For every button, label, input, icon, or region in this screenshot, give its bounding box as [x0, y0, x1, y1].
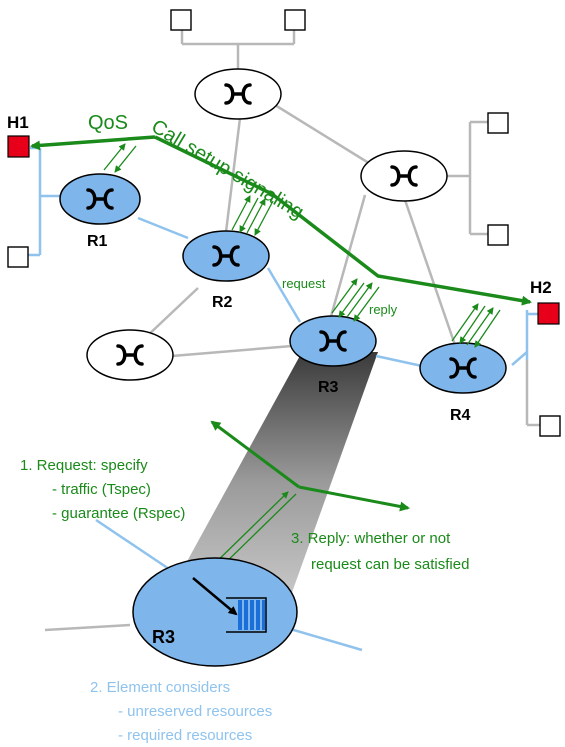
step2-line2: - unreserved resources — [118, 703, 272, 720]
router-r4[interactable] — [419, 342, 507, 394]
step2-line1: 2. Element considers — [90, 679, 230, 696]
host-h1[interactable] — [7, 135, 30, 158]
host-h2-label: H2 — [530, 278, 552, 297]
blue-links — [27, 146, 538, 652]
queue-icon — [226, 597, 267, 633]
end-hosts — [7, 9, 561, 437]
router-r4-label: R4 — [450, 407, 471, 424]
signaling-title: Call setup signaling — [147, 115, 307, 223]
signaling-reply-label: reply — [369, 302, 398, 317]
detail-path-right — [298, 485, 410, 512]
signaling-path — [154, 135, 532, 306]
router-top[interactable] — [194, 68, 282, 120]
host-h2[interactable] — [537, 302, 560, 325]
step1-line2: - traffic (Tspec) — [52, 481, 151, 498]
router-r2[interactable] — [182, 230, 270, 282]
router-left[interactable] — [86, 329, 174, 381]
detail-path-left — [210, 420, 300, 489]
step3-line2: request can be satisfied — [311, 556, 469, 573]
packet-path-arrow — [192, 577, 238, 616]
step2-line3: - required resources — [118, 727, 252, 744]
step1-line3: - guarantee (Rspec) — [52, 505, 185, 522]
router-r3[interactable] — [289, 315, 377, 367]
host-h1-label: H1 — [7, 113, 29, 132]
step1-line1: 1. Request: specify — [20, 457, 148, 474]
signaling-title-qos: QoS — [88, 112, 128, 134]
signaling-path-h1-arrow — [30, 135, 156, 151]
router-r3-detail[interactable] — [132, 557, 298, 667]
router-r3-label: R3 — [318, 379, 339, 396]
step3-line1: 3. Reply: whether or not — [291, 530, 451, 547]
router-r1[interactable] — [59, 173, 141, 225]
hop-arrows — [103, 143, 501, 348]
router-r1-label: R1 — [87, 233, 108, 250]
signaling-request-label: request — [282, 276, 326, 291]
router-right[interactable] — [360, 150, 448, 202]
router-r2-label: R2 — [212, 294, 233, 311]
router-r3-detail-label: R3 — [152, 627, 175, 647]
